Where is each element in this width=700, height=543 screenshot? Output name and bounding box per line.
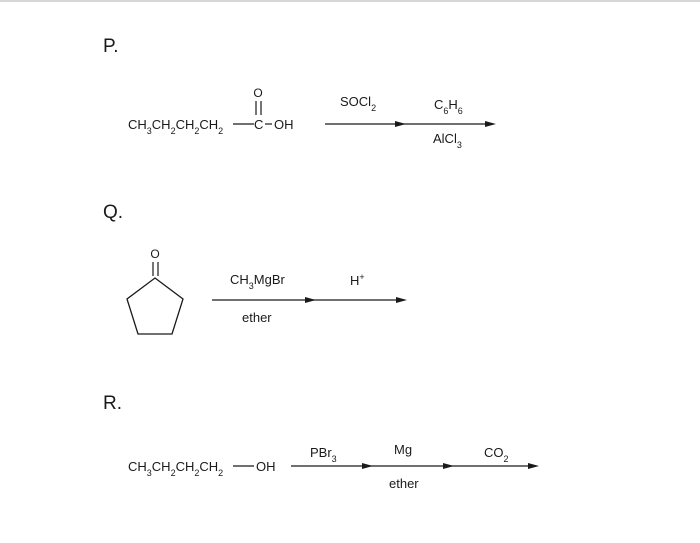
hydroxyl-group: OH: [274, 117, 294, 132]
alcohol-hydroxyl: OH: [256, 459, 276, 474]
reaction-r: R. CH3CH2CH2CH2 OH PBr3 Mg ether CO2: [103, 393, 539, 491]
reagent-socl2: SOCl2: [340, 94, 376, 113]
reaction-label-r: R.: [103, 393, 122, 414]
carbonyl-oxygen: O: [253, 86, 262, 100]
ketone-oxygen: O: [150, 247, 159, 261]
arrowhead-p-2: [485, 121, 496, 127]
reagent-co2: CO2: [484, 445, 509, 464]
top-divider: [0, 0, 700, 2]
reaction-p: P. O CH3CH2CH2CH2 C OH SOCl2 C6H6 AlCl3: [103, 36, 496, 150]
arrowhead-r-1: [362, 463, 373, 469]
solvent-ether-r: ether: [389, 476, 419, 491]
reagent-grignard: CH3MgBr: [230, 272, 286, 291]
arrowhead-r-2: [443, 463, 454, 469]
reagent-pbr3: PBr3: [310, 445, 337, 464]
reaction-label-p: P.: [103, 36, 119, 57]
solvent-ether-q: ether: [242, 310, 272, 325]
reaction-label-q: Q.: [103, 202, 123, 223]
reaction-q: Q. O CH3MgBr ether H+: [103, 202, 407, 335]
reagent-acid: H+: [350, 272, 365, 288]
cyclopentane-ring: [126, 277, 184, 335]
arrowhead-q-1: [305, 297, 316, 303]
arrowhead-r-3: [528, 463, 539, 469]
reagent-alcl3: AlCl3: [433, 131, 462, 150]
arrowhead-q-2: [396, 297, 407, 303]
chain-part: CH: [128, 117, 147, 132]
arrowhead-p-1: [395, 121, 406, 127]
substrate-chain: CH3CH2CH2CH2: [128, 117, 223, 136]
carbonyl-carbon: C: [254, 117, 263, 132]
reagent-mg: Mg: [394, 442, 412, 457]
reagent-benzene: C6H6: [434, 97, 463, 116]
butanol-chain: CH3CH2CH2CH2: [128, 459, 223, 478]
